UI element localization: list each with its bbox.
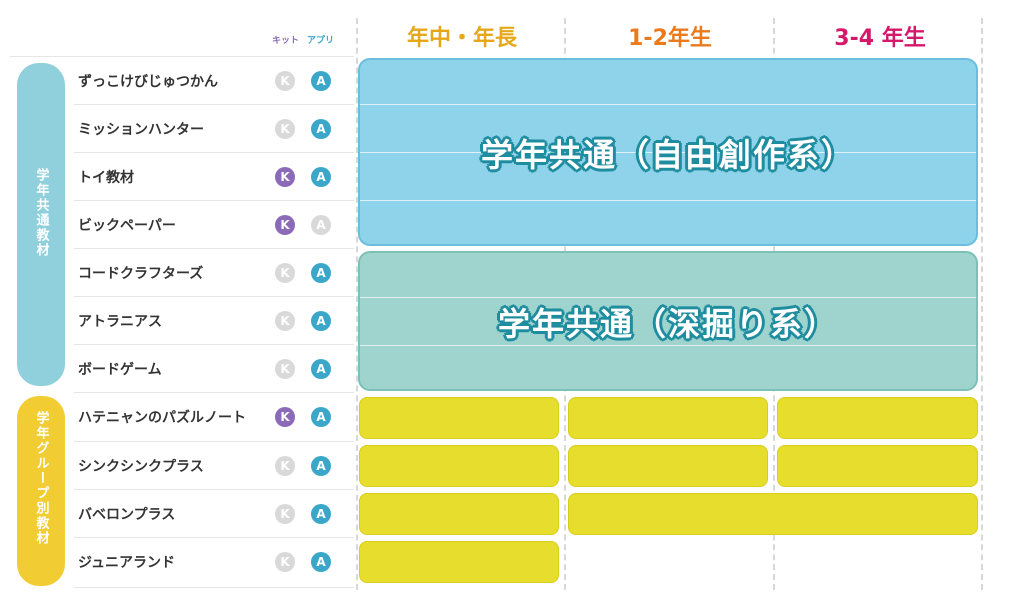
category-common: 学年共通教材 [17,63,65,386]
row-divider [74,489,354,490]
block-gridline [360,104,976,105]
material-name: ボードゲーム [78,362,162,378]
grade-block-puzzle-34 [777,397,978,439]
material-name: ビックペーパー [78,218,176,234]
grade-header-1-2: 1-2年生 [628,26,712,51]
grade-header-kindergarten: 年中・年長 [406,26,517,51]
material-name: ずっこけびじゅつかん [78,74,218,90]
grid-divider [981,18,983,590]
app-column-header: アプリ [307,36,335,46]
kit-badge-icon: K [275,215,295,235]
material-name: ジュニアランド [78,555,176,571]
row-divider [74,104,354,105]
row-divider [74,537,354,538]
material-name: トイ教材 [78,170,134,186]
row-divider [74,296,354,297]
row-divider [74,248,354,249]
kit-badge-icon: K [275,552,295,572]
material-name: コードクラフターズ [78,266,204,282]
grade-block-babelon-k [359,493,559,535]
kit-badge-icon: K [275,456,295,476]
block-gridline [360,345,976,346]
row-divider [74,152,354,153]
category-common-label: 学年共通教材 [33,168,49,258]
material-name: アトラニアス [78,314,162,330]
app-badge-icon: A [311,407,331,427]
row-divider [10,56,354,57]
material-name: バベロンプラス [78,507,176,523]
block-gridline [360,200,976,201]
grid-divider [356,18,358,590]
kit-badge-icon: K [275,263,295,283]
app-badge-icon: A [311,167,331,187]
kit-badge-icon: K [275,71,295,91]
app-badge-icon: A [311,456,331,476]
kit-badge-icon: K [275,311,295,331]
row-divider [74,441,354,442]
app-badge-icon: A [311,311,331,331]
block-free-label: 学年共通（自由創作系） [480,136,855,174]
block-common-free-creation: 学年共通（自由創作系） [358,58,978,246]
kit-badge-icon: K [275,359,295,379]
block-common-deep-dive: 学年共通（深掘り系） [358,251,978,391]
row-divider [74,200,354,201]
row-divider [74,392,354,393]
app-badge-icon: A [311,552,331,572]
app-badge-icon: A [311,504,331,524]
grade-block-think-k [359,445,559,487]
app-badge-icon: A [311,263,331,283]
grade-block-junior-k [359,541,559,583]
app-badge-icon: A [311,71,331,91]
block-gridline [360,152,976,153]
kit-badge-icon: K [275,119,295,139]
kit-badge-icon: K [275,504,295,524]
material-name: シンクシンクプラス [78,459,204,475]
kit-badge-icon: K [275,407,295,427]
kit-column-header: キット [272,36,300,46]
category-group: 学年グループ別教材 [17,396,65,586]
block-gridline [360,297,976,298]
row-divider [74,587,354,588]
grade-block-puzzle-12 [568,397,768,439]
app-badge-icon: A [311,119,331,139]
material-name: ハテニャンのパズルノート [78,410,246,426]
material-name: ミッションハンター [78,122,204,138]
app-badge-icon: A [311,359,331,379]
app-badge-icon: A [311,215,331,235]
category-group-label: 学年グループ別教材 [33,411,49,546]
row-divider [74,344,354,345]
grade-block-babelon-1-4 [568,493,978,535]
grade-block-puzzle-k [359,397,559,439]
kit-badge-icon: K [275,167,295,187]
grade-header-3-4: 3-4 年生 [834,26,926,51]
block-deep-label: 学年共通（深掘り系） [497,305,838,343]
grade-block-think-12 [568,445,768,487]
grade-block-think-34 [777,445,978,487]
